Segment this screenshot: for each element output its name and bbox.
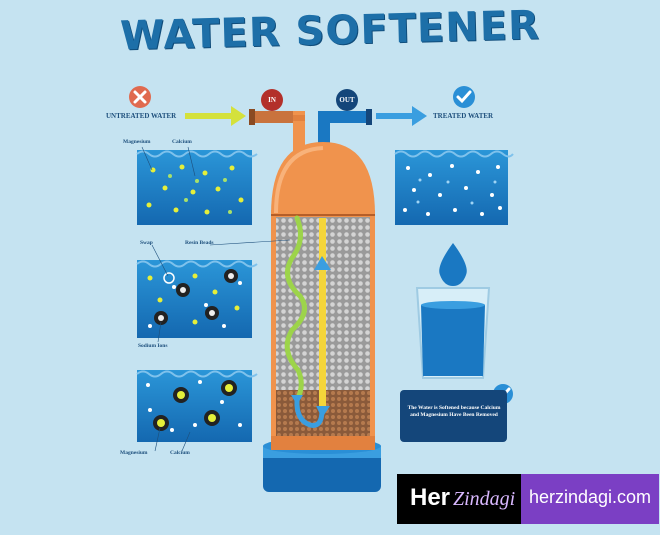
resin-bead-c	[154, 311, 168, 325]
treated-arrow	[376, 106, 427, 126]
caption-box	[400, 390, 507, 442]
water-drop-icon	[439, 243, 467, 286]
out-badge	[336, 89, 358, 111]
panel-bound	[136, 370, 258, 442]
inlet-pipe	[249, 109, 305, 153]
panel-swap	[136, 260, 258, 338]
outlet-pipe	[318, 109, 372, 149]
cross-badge	[129, 86, 151, 108]
label-untreated-water: UNTREATED WATER	[106, 112, 177, 120]
bound-bead-d	[204, 410, 220, 426]
label-in: IN	[268, 96, 276, 104]
bound-bead-c	[153, 415, 169, 431]
label-out: OUT	[339, 96, 355, 104]
brand-url[interactable]: herzindagi.com	[528, 487, 652, 507]
check-badge-top	[453, 86, 475, 108]
label-swap: Swap	[140, 240, 153, 246]
label-magnesium-top: Magnesium	[123, 139, 151, 145]
pointer-lines	[141, 146, 291, 452]
label-resin-beads: Resin Beads	[185, 240, 214, 246]
in-badge	[261, 89, 283, 111]
untreated-arrow	[185, 106, 246, 126]
panel-treated	[394, 150, 514, 225]
label-treated-water: TREATED WATER	[433, 112, 494, 120]
brand-logo-box	[397, 474, 521, 524]
brand-zindagi: Zindagi	[453, 488, 516, 510]
brand-url-box	[521, 474, 659, 524]
treated-flow	[314, 218, 331, 418]
glass-icon	[415, 287, 491, 379]
bound-bead-b	[221, 380, 237, 396]
label-calcium-bottom: Calcium	[170, 450, 190, 456]
resin-bead-d	[205, 306, 219, 320]
brand-her: Her	[410, 484, 451, 511]
label-sodium-ions: Sodium Ions	[138, 343, 168, 349]
label-calcium-top: Calcium	[172, 139, 192, 145]
panel-untreated	[136, 150, 258, 225]
cross-icon	[133, 90, 147, 104]
untreated-flow	[284, 215, 325, 428]
check-icon	[456, 90, 472, 104]
resin-bead-a	[176, 283, 190, 297]
caption-text: The Water is Softened because Calcium an…	[407, 405, 501, 418]
bound-bead-a	[173, 387, 189, 403]
label-magnesium-bottom: Magnesium	[120, 450, 148, 456]
resin-bead-b	[224, 269, 238, 283]
